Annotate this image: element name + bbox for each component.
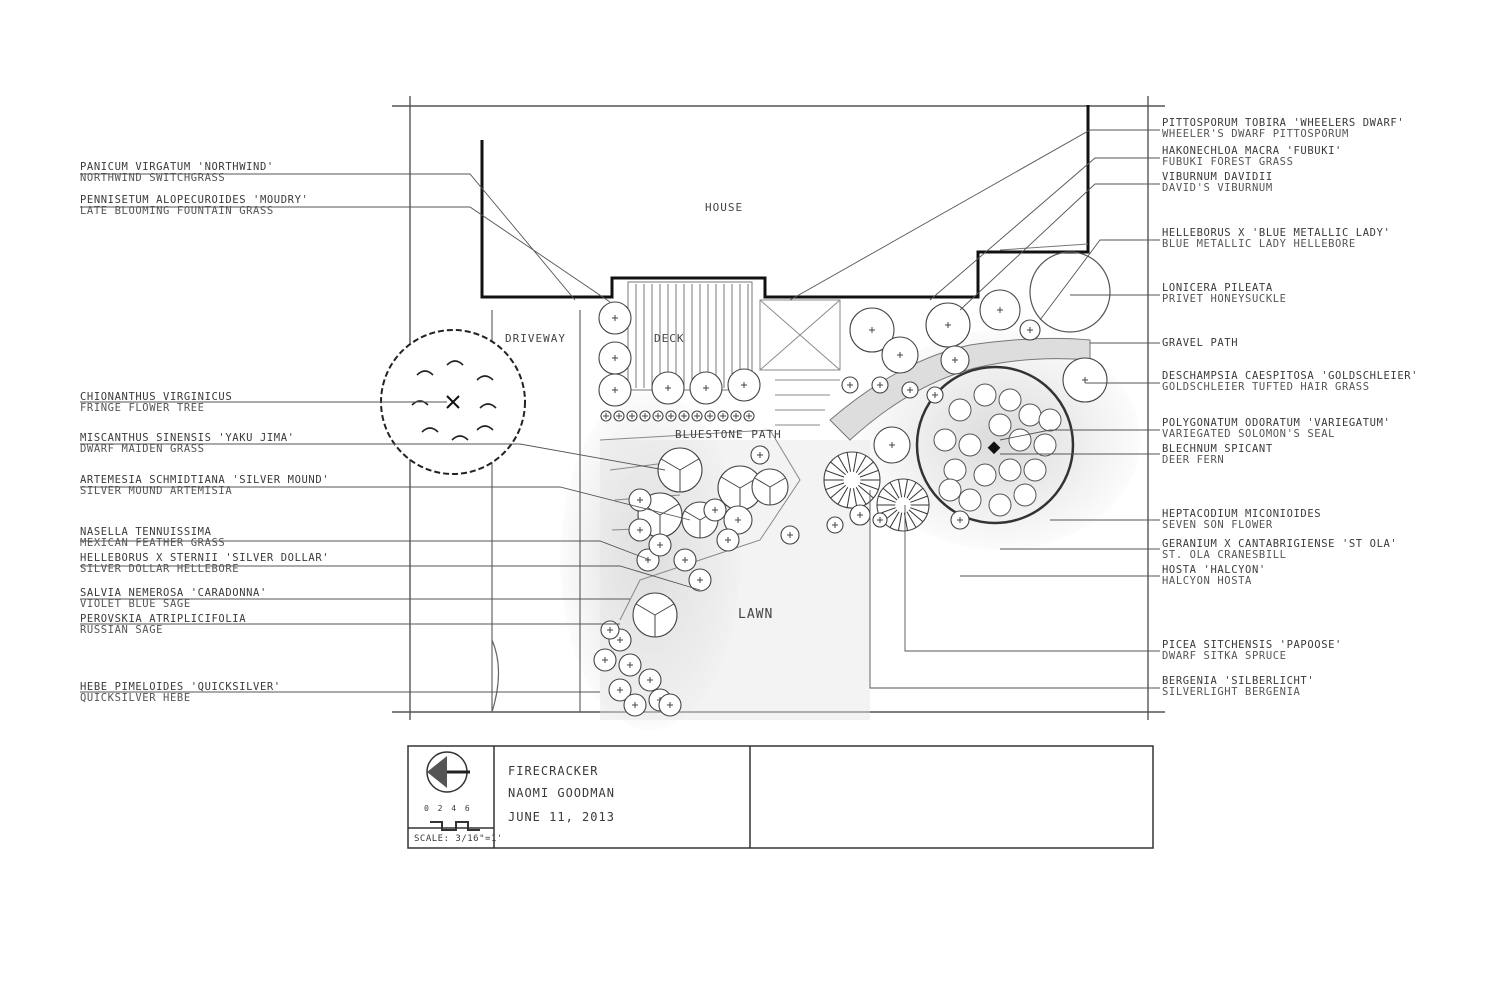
left-label-7: SALVIA NEMEROSA 'CARADONNA'VIOLET BLUE S… [80, 587, 267, 610]
plant-symbol [613, 410, 625, 422]
round-bed [915, 365, 1075, 525]
plant-symbol [1062, 357, 1108, 403]
plant-symbol [717, 410, 729, 422]
left-label-0: PANICUM VIRGATUM 'NORTHWIND'NORTHWIND SW… [80, 161, 274, 184]
plant-symbol [979, 289, 1021, 331]
plant-symbol [876, 478, 930, 532]
plant-symbol [703, 498, 727, 522]
plant-symbol [950, 510, 970, 530]
plant-symbol [716, 528, 740, 552]
plant-symbol [727, 368, 761, 402]
plant-symbol [871, 376, 889, 394]
plant-symbol [600, 620, 620, 640]
plant-symbol [841, 376, 859, 394]
plant-symbol [652, 410, 664, 422]
patio-steps [759, 299, 841, 426]
north-arrow-icon [426, 751, 470, 793]
plant-symbol [608, 678, 632, 702]
plant-symbol [688, 568, 712, 592]
plant-symbol [618, 653, 642, 677]
plant-symbol [743, 410, 755, 422]
plant-symbol [691, 410, 703, 422]
designer-name: NAOMI GOODMAN [508, 786, 615, 800]
plant-symbol [940, 345, 970, 375]
right-label-3: HELLEBORUS X 'BLUE METALLIC LADY'BLUE ME… [1162, 227, 1391, 250]
plant-symbol [881, 336, 919, 374]
plant-symbol [673, 548, 697, 572]
plant-symbol [665, 410, 677, 422]
right-label-5: GRAVEL PATH [1162, 337, 1239, 349]
plant-symbol [598, 373, 632, 407]
house-label: HOUSE [705, 201, 744, 214]
scale-bar [430, 821, 480, 831]
plant-symbol [730, 410, 742, 422]
right-label-11: HOSTA 'HALCYON'HALCYON HOSTA [1162, 564, 1266, 587]
bluestone-path-label: BLUESTONE PATH [675, 428, 782, 441]
title-block [407, 745, 1154, 849]
scale-numbers: 0 2 4 6 [424, 804, 472, 813]
right-label-7: POLYGONATUM ODORATUM 'VARIEGATUM'VARIEGA… [1162, 417, 1391, 440]
lawn-label: LAWN [738, 607, 774, 622]
right-label-0: PITTOSPORUM TOBIRA 'WHEELERS DWARF'WHEEL… [1162, 117, 1405, 140]
plant-symbol [678, 410, 690, 422]
plant-symbol [639, 410, 651, 422]
right-label-13: BERGENIA 'SILBERLICHT'SILVERLIGHT BERGEN… [1162, 675, 1315, 698]
plant-symbol [926, 386, 944, 404]
plant-symbol [598, 341, 632, 375]
deck-label: DECK [654, 332, 685, 345]
plant-symbol [598, 301, 632, 335]
plant-symbol [704, 410, 716, 422]
plant-symbol [751, 468, 789, 506]
plant-symbol [723, 505, 753, 535]
project-name: FIRECRACKER [508, 764, 599, 778]
plant-symbol [626, 410, 638, 422]
right-label-6: DESCHAMPSIA CAESPITOSA 'GOLDSCHLEIER'GOL… [1162, 370, 1419, 393]
plant-symbol [849, 307, 895, 353]
left-label-3: MISCANTHUS SINENSIS 'YAKU JIMA'DWARF MAI… [80, 432, 295, 455]
plant-symbol [600, 410, 612, 422]
plant-symbol [658, 693, 682, 717]
plant-symbol [638, 668, 662, 692]
scale-text: SCALE: 3/16"=1' [414, 834, 503, 844]
driveway-label: DRIVEWAY [505, 332, 566, 345]
plant-symbol [628, 518, 652, 542]
plant-symbol [901, 381, 919, 399]
left-label-4: ARTEMESIA SCHMIDTIANA 'SILVER MOUND'SILV… [80, 474, 330, 497]
left-label-1: PENNISETUM ALOPECUROIDES 'MOUDRY'LATE BL… [80, 194, 309, 217]
plant-symbol [780, 525, 800, 545]
plant-symbol [623, 693, 647, 717]
left-label-9: HEBE PIMELOIDES 'QUICKSILVER'QUICKSILVER… [80, 681, 281, 704]
drawing-date: JUNE 11, 2013 [508, 810, 615, 824]
plant-symbol [632, 592, 678, 638]
right-label-12: PICEA SITCHENSIS 'PAPOOSE'DWARF SITKA SP… [1162, 639, 1342, 662]
house-outline [480, 105, 1090, 299]
plant-symbol [826, 516, 844, 534]
plant-symbol [689, 371, 723, 405]
plant-symbol [593, 648, 617, 672]
plant-symbol [750, 445, 770, 465]
plant-symbol [648, 533, 672, 557]
plant-symbol [849, 504, 871, 526]
plant-symbol [873, 426, 911, 464]
plant-symbol [651, 371, 685, 405]
plant-symbol [872, 512, 888, 528]
right-label-10: GERANIUM X CANTABRIGIENSE 'ST OLA'ST. OL… [1162, 538, 1398, 561]
plant-symbol [823, 451, 881, 509]
plant-symbol [657, 447, 703, 493]
plant-symbol [1019, 319, 1041, 341]
plant-symbol [925, 302, 971, 348]
left-label-6: HELLEBORUS X STERNII 'SILVER DOLLAR'SILV… [80, 552, 330, 575]
right-label-1: HAKONECHLOA MACRA 'FUBUKI'FUBUKI FOREST … [1162, 145, 1342, 168]
